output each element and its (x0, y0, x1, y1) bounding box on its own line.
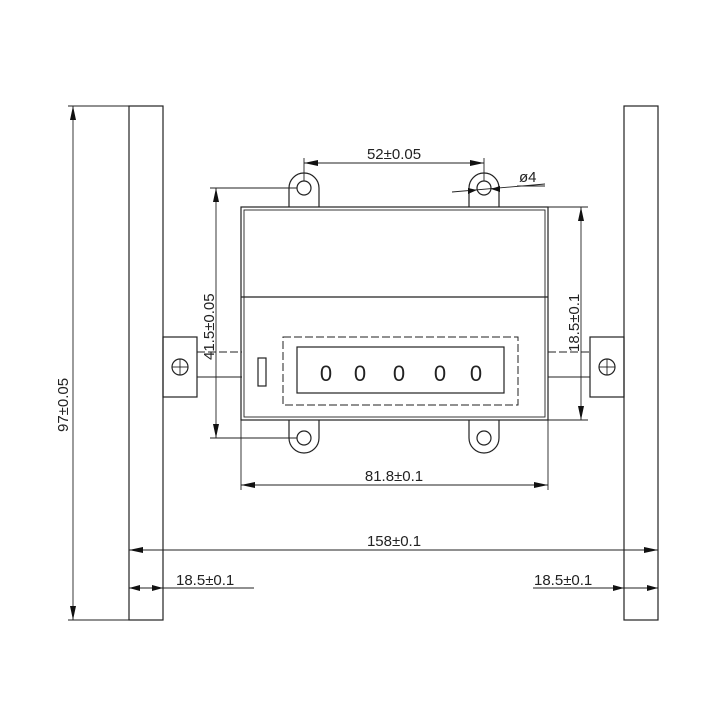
bottom-right-tab (468, 420, 500, 454)
hole-diameter-dimension: ø4 (451, 169, 546, 194)
hole-spacing-label: 52±0.05 (367, 146, 421, 163)
hole-diameter-label: ø4 (519, 169, 537, 186)
bar-width-right-label: 18.5±0.1 (534, 572, 592, 589)
digit-5: 0 (470, 361, 482, 386)
body-height-left-dimension: 41.5±0.05 (201, 187, 297, 439)
reset-button-slot (257, 357, 267, 387)
overall-width-dimension: 158±0.1 (129, 533, 658, 553)
digit-1: 0 (320, 361, 332, 386)
counter-display: 0 0 0 0 0 (320, 361, 482, 386)
hole-spacing-dimension: 52±0.05 (303, 146, 485, 181)
bar-width-left-label: 18.5±0.1 (176, 572, 234, 589)
body-height-right-dimension: 18.5±0.1 (548, 206, 588, 421)
body-height-right-label: 18.5±0.1 (566, 294, 583, 352)
digit-2: 0 (354, 361, 366, 386)
overall-height-dimension: 97±0.05 (55, 105, 129, 621)
digit-3: 0 (393, 361, 405, 386)
bar-width-right-dimension: 18.5±0.1 (533, 572, 658, 591)
body-height-left-label: 41.5±0.05 (201, 293, 218, 360)
left-mounting-ear (162, 336, 242, 398)
digit-4: 0 (434, 361, 446, 386)
right-mounting-ear (548, 336, 625, 398)
body-width-label: 81.8±0.1 (365, 468, 423, 485)
left-side-bar (128, 105, 164, 621)
bar-width-left-dimension: 18.5±0.1 (129, 572, 254, 591)
bottom-left-tab (288, 420, 320, 454)
overall-height-label: 97±0.05 (55, 378, 72, 432)
overall-width-label: 158±0.1 (367, 533, 421, 550)
counter-body (240, 206, 549, 421)
right-side-bar (623, 105, 659, 621)
body-width-dimension: 81.8±0.1 (240, 420, 549, 490)
